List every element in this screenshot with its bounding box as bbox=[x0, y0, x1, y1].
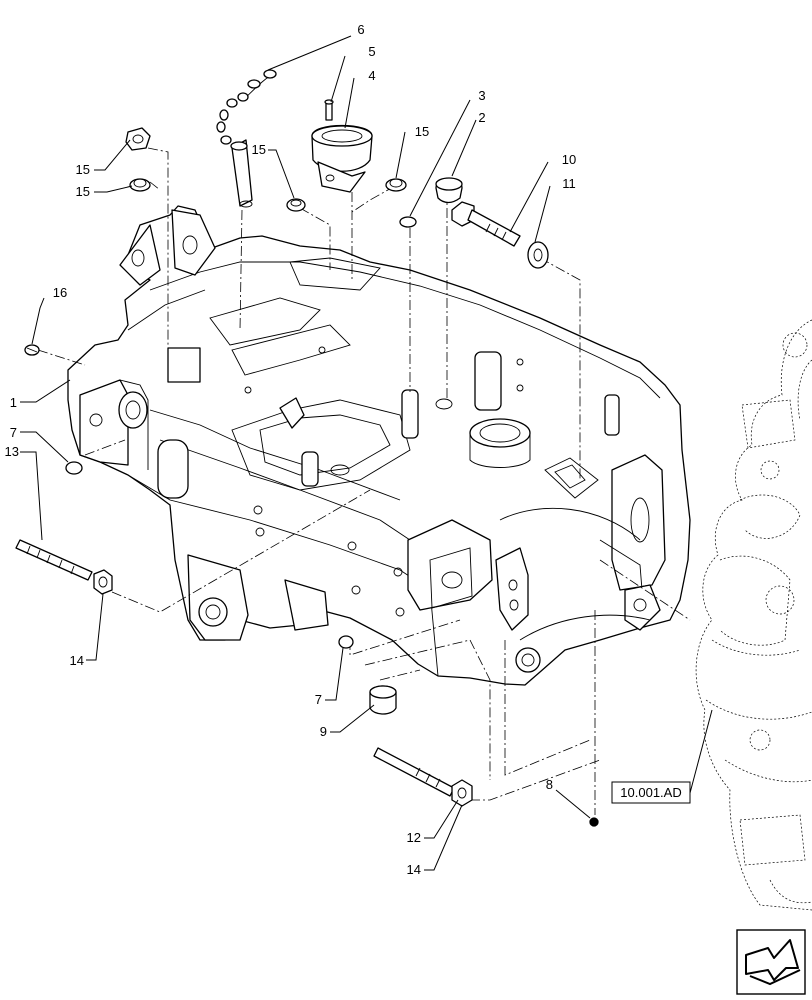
callout-4: 4 bbox=[368, 68, 375, 83]
flange-nut-center bbox=[286, 198, 306, 212]
callout-14-bottom: 14 bbox=[407, 862, 421, 877]
callout-3: 3 bbox=[478, 88, 485, 103]
hex-nut-14-bottom bbox=[451, 779, 473, 807]
callout-7-left: 7 bbox=[10, 425, 17, 440]
callout-14-left: 14 bbox=[70, 653, 84, 668]
flange-nut-right bbox=[385, 178, 407, 192]
front-bolster-housing bbox=[67, 205, 691, 686]
ball-plug-8 bbox=[589, 817, 599, 827]
hex-nut-14-left bbox=[93, 569, 113, 595]
small-plug bbox=[399, 216, 417, 228]
callout-8: 8 bbox=[546, 777, 553, 792]
reference-link-box[interactable]: 10.001.AD bbox=[611, 781, 691, 804]
plug-7-left bbox=[65, 461, 83, 475]
callout-9: 9 bbox=[320, 724, 327, 739]
cap-plug bbox=[435, 177, 463, 204]
callout-11: 11 bbox=[562, 176, 576, 191]
callout-16: 16 bbox=[53, 285, 67, 300]
bushing-9 bbox=[369, 685, 397, 715]
washer-11 bbox=[527, 241, 549, 269]
callout-5: 5 bbox=[368, 44, 375, 59]
callout-15-right: 15 bbox=[415, 124, 429, 139]
set-screw-16 bbox=[24, 344, 40, 356]
engine-outline-ghost bbox=[695, 319, 812, 911]
stud-bolt-12 bbox=[373, 747, 455, 797]
coupling-ring bbox=[311, 124, 373, 193]
flange-nut-left bbox=[129, 178, 151, 192]
lynch-pin-with-chain bbox=[216, 69, 277, 208]
stud-bolt-13 bbox=[15, 539, 93, 581]
callout-13: 13 bbox=[5, 444, 19, 459]
callout-15-center: 15 bbox=[252, 142, 266, 157]
flange-nut-top-left bbox=[125, 127, 151, 151]
callout-labels: 6 5 4 3 2 10 11 15 15 15 15 16 1 7 13 14… bbox=[5, 22, 577, 877]
callout-15-top-left: 15 bbox=[76, 162, 90, 177]
hex-bolt-10 bbox=[451, 201, 521, 247]
callout-6: 6 bbox=[357, 22, 364, 37]
callout-15-left: 15 bbox=[76, 184, 90, 199]
assembly-lines bbox=[37, 147, 691, 815]
plug-7-center bbox=[338, 635, 354, 649]
callout-12: 12 bbox=[407, 830, 421, 845]
reference-label[interactable]: 10.001.AD bbox=[620, 785, 681, 800]
callout-2: 2 bbox=[478, 110, 485, 125]
callout-7-center: 7 bbox=[315, 692, 322, 707]
next-page-arrow-icon[interactable] bbox=[736, 929, 806, 995]
retaining-screw bbox=[324, 99, 334, 121]
leader-lines bbox=[20, 35, 713, 871]
callout-10: 10 bbox=[562, 152, 576, 167]
callout-1: 1 bbox=[10, 395, 17, 410]
